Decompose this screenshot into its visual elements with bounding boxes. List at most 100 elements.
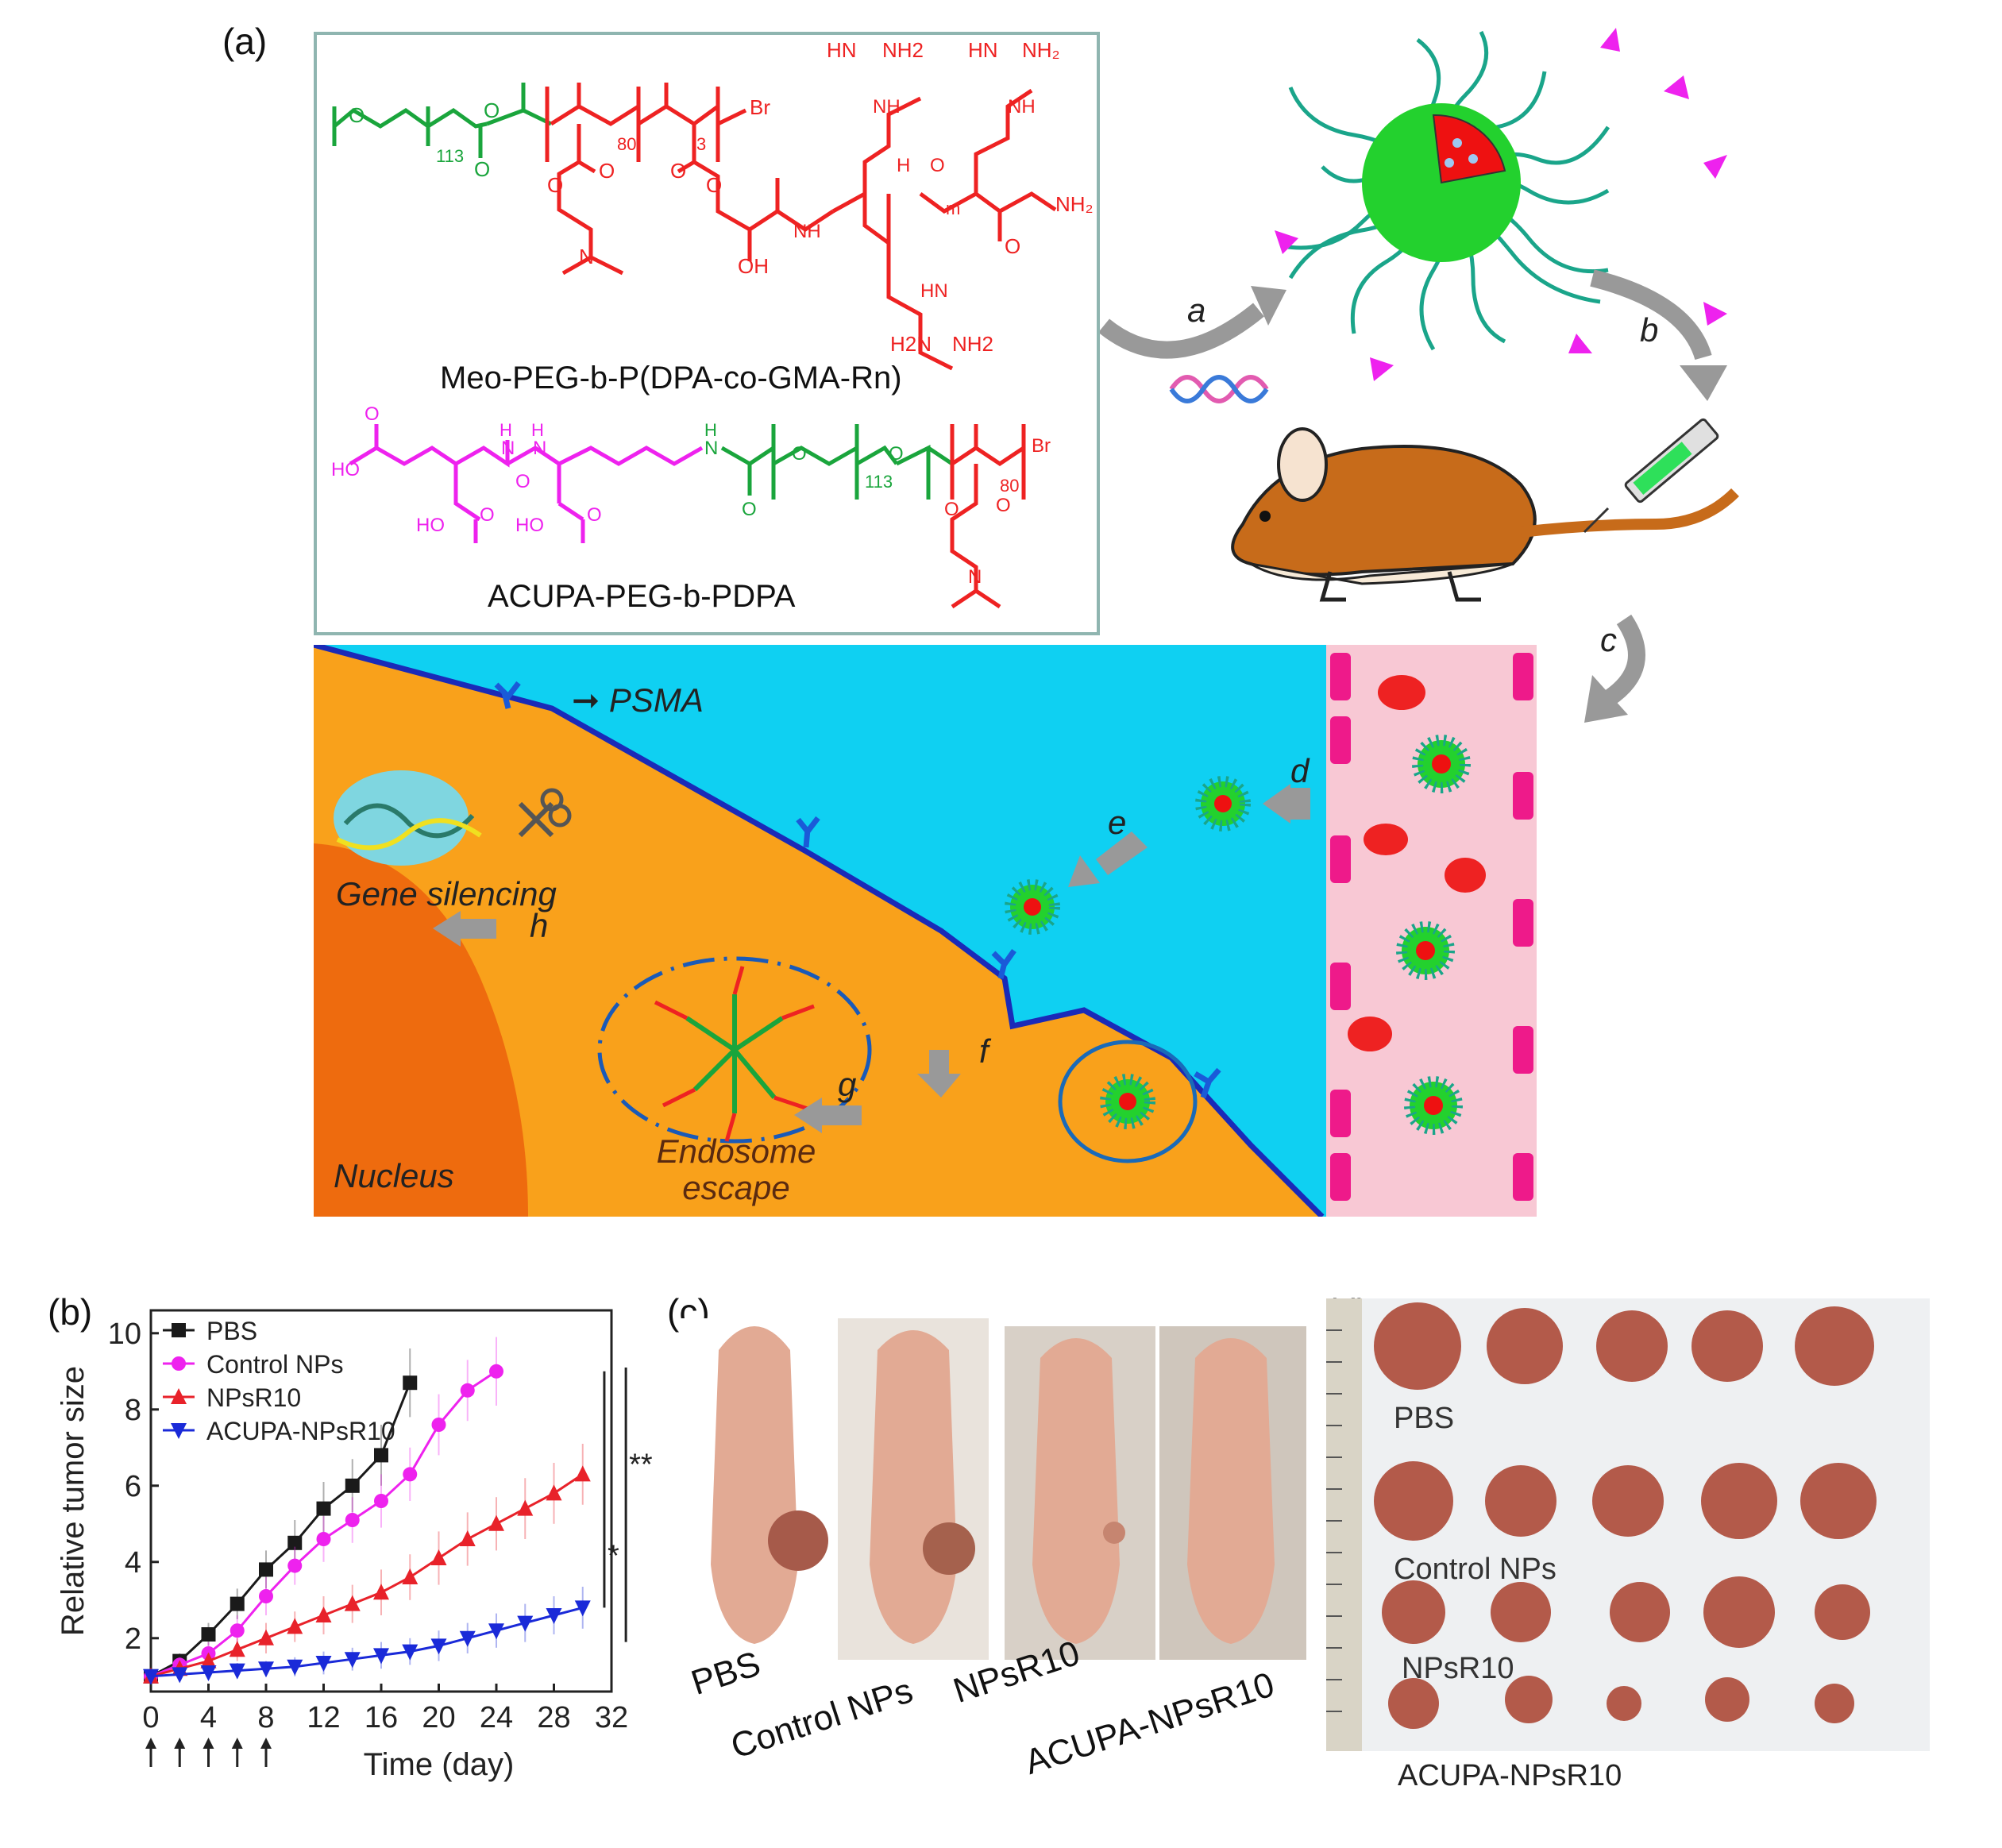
arrow-step-a — [1100, 303, 1264, 359]
data-point — [345, 1478, 360, 1493]
svg-text:O: O — [670, 159, 686, 183]
arrow-step-b — [1590, 269, 1712, 361]
end-group-br-1: Br — [750, 95, 770, 119]
svg-text:HN: HN — [920, 280, 948, 302]
svg-text:NH₂: NH₂ — [1022, 38, 1060, 62]
step-label-a: a — [1187, 291, 1205, 329]
data-point — [344, 1595, 361, 1611]
x-tick-label: 4 — [200, 1701, 217, 1734]
endosome-escape-label: Endosome escape — [625, 1133, 847, 1206]
group-nh2-2: NH2 — [952, 332, 993, 356]
svg-text:N: N — [968, 566, 982, 588]
group-nh-1: NH — [793, 221, 821, 242]
data-point — [459, 1530, 476, 1546]
data-point — [172, 1667, 188, 1684]
endosome-escape-line2: escape — [682, 1169, 790, 1206]
svg-text:O: O — [996, 495, 1011, 516]
svg-text:O: O — [944, 499, 959, 520]
data-point — [172, 1356, 186, 1371]
data-point — [200, 1665, 217, 1681]
significance-label-1: ** — [629, 1448, 653, 1481]
svg-text:H: H — [531, 420, 544, 440]
group-n-1: N — [501, 438, 515, 459]
data-point — [459, 1630, 476, 1647]
gene-silencing-icon — [334, 770, 572, 866]
x-tick-label: 28 — [537, 1701, 570, 1734]
data-point — [287, 1659, 303, 1676]
data-point — [430, 1549, 447, 1565]
data-point — [316, 1532, 331, 1546]
data-point — [201, 1627, 216, 1642]
data-point — [230, 1596, 245, 1611]
tumor-label-pbs: PBS — [1394, 1402, 1455, 1435]
small-nanoparticles — [1005, 735, 1471, 1163]
series-line — [150, 1382, 411, 1678]
data-point — [172, 1323, 186, 1337]
step-label-g: g — [838, 1066, 857, 1103]
svg-text:O: O — [706, 173, 722, 197]
subscript-80-b: 80 — [1000, 476, 1019, 496]
delivery-schematic: a b c — [1100, 28, 1739, 723]
group-oh: OH — [738, 254, 769, 278]
mouse-label-acupa: ACUPA-NPsR10 — [1020, 1665, 1279, 1783]
data-point — [374, 1494, 388, 1508]
step-label-c: c — [1600, 621, 1617, 658]
svg-text:O: O — [930, 155, 945, 176]
step-label-b: b — [1640, 311, 1658, 349]
group-ho-1: HO — [331, 459, 360, 480]
data-point — [430, 1638, 447, 1655]
tumor-label-npsr10: NPsR10 — [1402, 1652, 1514, 1685]
large-nanoparticle — [1275, 28, 1727, 381]
data-point — [431, 1418, 446, 1432]
psma-label-text: PSMA — [608, 681, 704, 719]
dosing-arrowhead — [260, 1738, 272, 1749]
subscript-3: 3 — [696, 134, 706, 154]
dosing-arrowhead — [174, 1738, 186, 1749]
data-point — [171, 1388, 187, 1404]
group-nh2-1: NH2 — [882, 38, 924, 62]
step-label-f: f — [979, 1032, 989, 1070]
data-point — [402, 1568, 419, 1584]
data-point — [344, 1652, 361, 1669]
group-h2n: H2N — [890, 332, 932, 356]
svg-text:H: H — [500, 420, 512, 440]
step-label-h: h — [530, 907, 549, 944]
series-acupa-npsr10 — [143, 1587, 591, 1685]
data-point — [258, 1661, 274, 1678]
dosing-arrowhead — [145, 1738, 156, 1749]
syringe-icon — [1583, 418, 1719, 534]
end-group-br-2: Br — [1032, 435, 1051, 457]
panel-b-label: (b) — [48, 1291, 93, 1333]
svg-text:NH₂: NH₂ — [1055, 192, 1094, 216]
nucleus-label: Nucleus — [334, 1157, 454, 1194]
svg-text:HN: HN — [968, 38, 998, 62]
y-tick-label: 8 — [125, 1394, 141, 1427]
x-tick-label: 16 — [365, 1701, 398, 1734]
data-point — [488, 1514, 504, 1531]
endosome — [597, 956, 872, 1144]
data-point — [258, 1629, 274, 1645]
data-point — [143, 1669, 159, 1685]
tumor-label-acupa: ACUPA-NPsR10 — [1398, 1759, 1622, 1792]
group-hn-1: HN — [827, 38, 857, 62]
subscript-80-a: 80 — [617, 134, 636, 154]
cellular-uptake-scheme: d e f g h ➞ PSMA Gene silencing Endosome… — [314, 645, 1537, 1217]
legend-label: NPsR10 — [206, 1383, 301, 1412]
tumors-photo-drawing — [1326, 1298, 1877, 1751]
legend-label: Control NPs — [206, 1350, 344, 1379]
x-tick-label: 20 — [422, 1701, 455, 1734]
x-tick-label: 24 — [480, 1701, 513, 1734]
tumor-label-control: Control NPs — [1394, 1553, 1556, 1586]
data-point — [315, 1607, 332, 1622]
group-ho-3: HO — [515, 515, 544, 536]
data-point — [230, 1623, 245, 1638]
svg-text:NH: NH — [873, 96, 901, 118]
data-point — [517, 1615, 534, 1632]
polymer2-name: ACUPA-PEG-b-PDPA — [488, 579, 796, 614]
legend-label: ACUPA-NPsR10 — [206, 1417, 395, 1445]
mice-photo — [679, 1302, 1306, 1676]
subscript-113-b: 113 — [865, 472, 893, 492]
svg-text:O: O — [484, 98, 500, 122]
svg-text:O: O — [792, 443, 807, 465]
